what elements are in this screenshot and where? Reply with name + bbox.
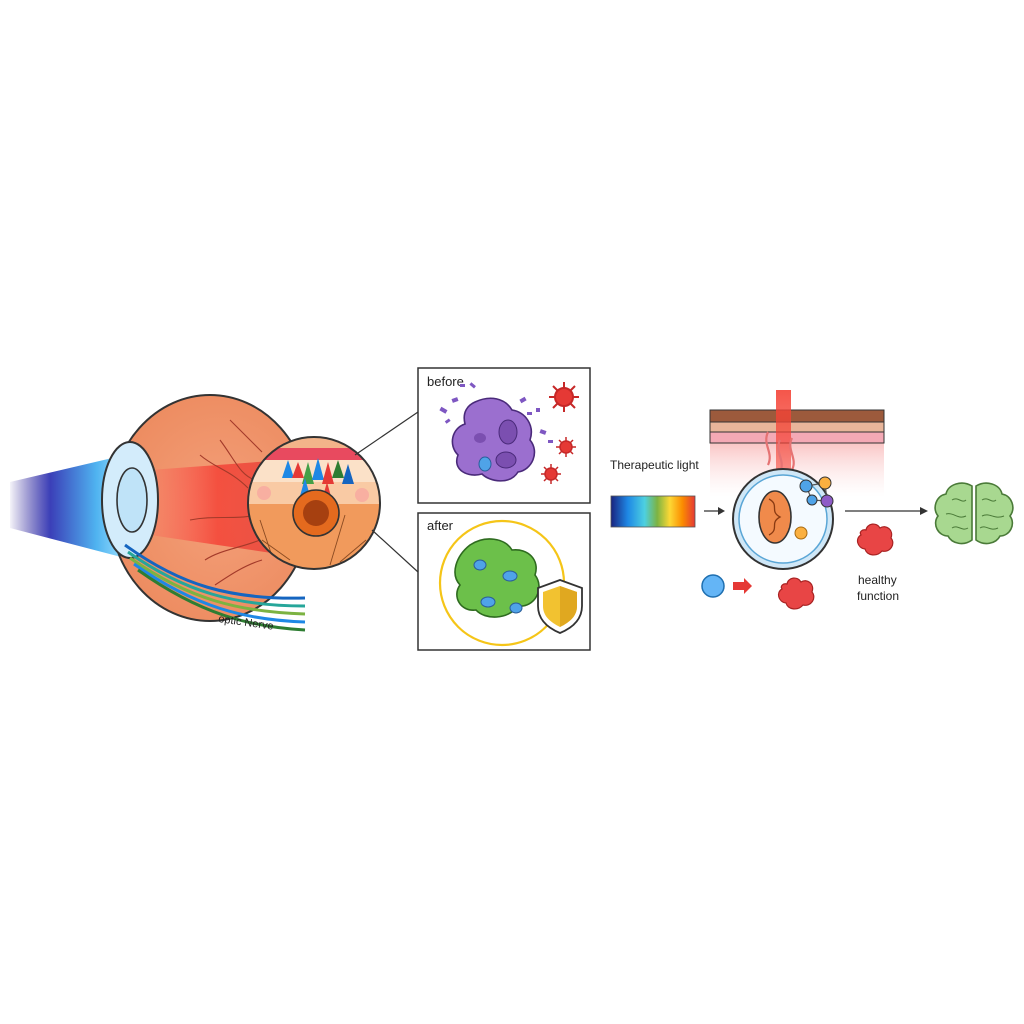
therapeutic-light-section: Therapeutic light [610,458,725,528]
lens-icon [116,467,148,533]
function-label: function [857,589,899,603]
red-arrow-icon [733,582,744,590]
brain-icon [934,482,1014,545]
molecule-icon [799,476,834,508]
before-panel: before [417,367,591,504]
debris-particles [439,382,553,443]
blue-light-beam [10,455,125,558]
protein-cluster-icon [856,523,894,556]
arrow-head [718,507,725,515]
spectrum-bar-icon [610,495,696,528]
blue-molecule-icon [701,574,725,598]
virus-icon [556,437,576,457]
protein-cluster-icon [777,577,815,610]
mitochondrion-icon [758,490,792,544]
shield-icon [537,579,583,634]
red-arrow-head [744,578,752,594]
optic-nerve-fibers [124,543,306,632]
after-panel: after [417,512,591,651]
virus-icon [549,382,579,412]
after-label: after [427,518,454,533]
skin-layers-icon [709,409,885,444]
red-light-ray [776,390,791,478]
cell-icon [732,468,834,570]
tissue-section [709,390,928,570]
retina-magnifier-icon [247,436,381,570]
arrow-head [920,507,928,515]
optic-nerve-label: optic Nerve [218,613,275,633]
healthy-label: healthy [858,573,897,587]
connector-line [354,411,419,456]
molecule-flow: healthy function [701,523,899,610]
virus-icon [541,464,561,484]
connector-line [371,529,419,573]
before-label: before [427,374,464,389]
therapeutic-light-label: Therapeutic light [610,458,699,472]
